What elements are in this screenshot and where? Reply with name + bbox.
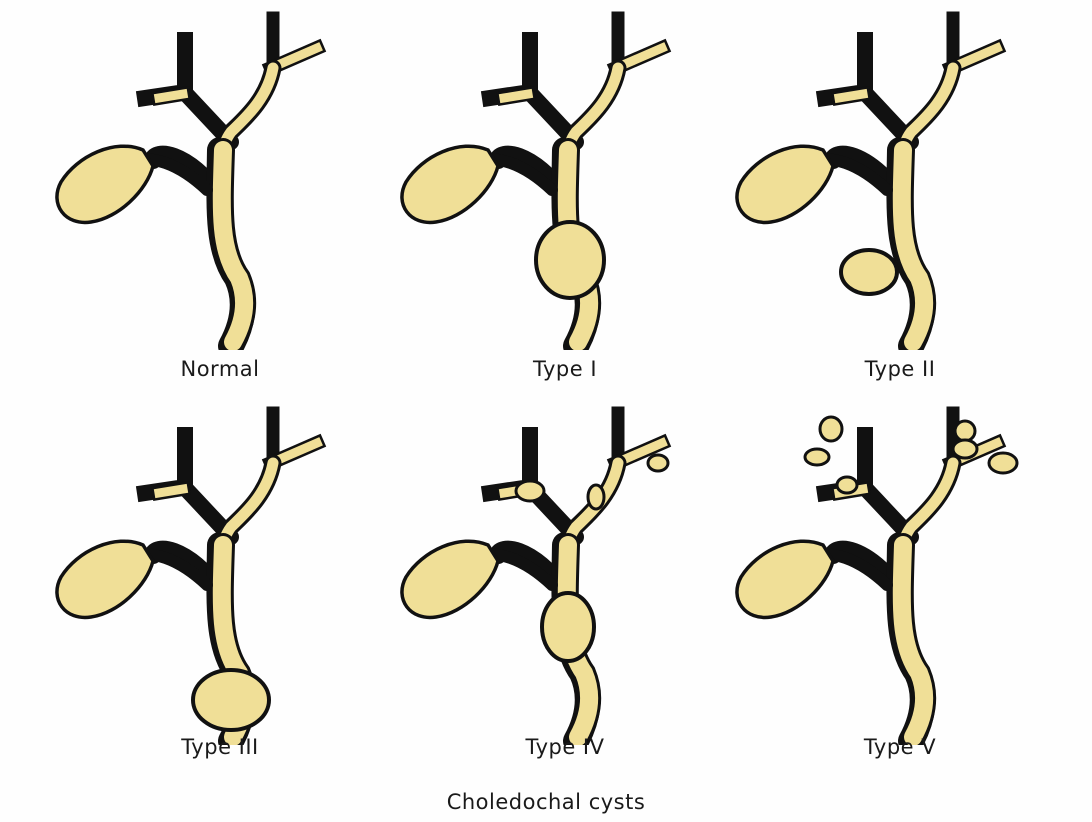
biliary-tree-normal-illustration [55, 10, 385, 350]
panel-type-ii: Type II [735, 10, 1065, 390]
intrahepatic-cyst [648, 455, 668, 471]
panel-label: Type II [735, 357, 1065, 381]
panel-label: Type IV [400, 735, 730, 759]
panel-label: Type V [735, 735, 1065, 759]
panel-type-v: Type V [735, 405, 1065, 785]
biliary-tree-type-ii-illustration [735, 10, 1065, 350]
panel-type-iv: Type IV [400, 405, 730, 785]
biliary-tree-type-iii-illustration [55, 405, 385, 745]
panel-type-i: Type I [400, 10, 730, 390]
panel-type-iii: Type III [55, 405, 385, 785]
panel-label: Normal [55, 357, 385, 381]
figure-title: Choledochal cysts [0, 790, 1092, 814]
extrahepatic-cyst [542, 593, 594, 661]
diverticulum-cyst [841, 250, 897, 294]
fusiform-cyst [536, 222, 604, 298]
intrahepatic-cyst [805, 449, 829, 465]
panel-normal: Normal [55, 10, 385, 390]
biliary-tree-type-i-illustration [400, 10, 730, 350]
biliary-tree-type-iv-illustration [400, 405, 730, 745]
panel-label: Type I [400, 357, 730, 381]
intrahepatic-cyst [953, 440, 977, 458]
intrahepatic-cyst [837, 477, 857, 493]
biliary-tree-type-v-illustration [735, 405, 1065, 745]
intrahepatic-cyst [989, 453, 1017, 473]
intrahepatic-cyst [955, 421, 975, 441]
panel-label: Type III [55, 735, 385, 759]
intrahepatic-cyst [588, 485, 604, 509]
choledochocele-cyst [193, 670, 269, 730]
intrahepatic-cyst [820, 417, 842, 441]
intrahepatic-cyst [516, 481, 544, 501]
